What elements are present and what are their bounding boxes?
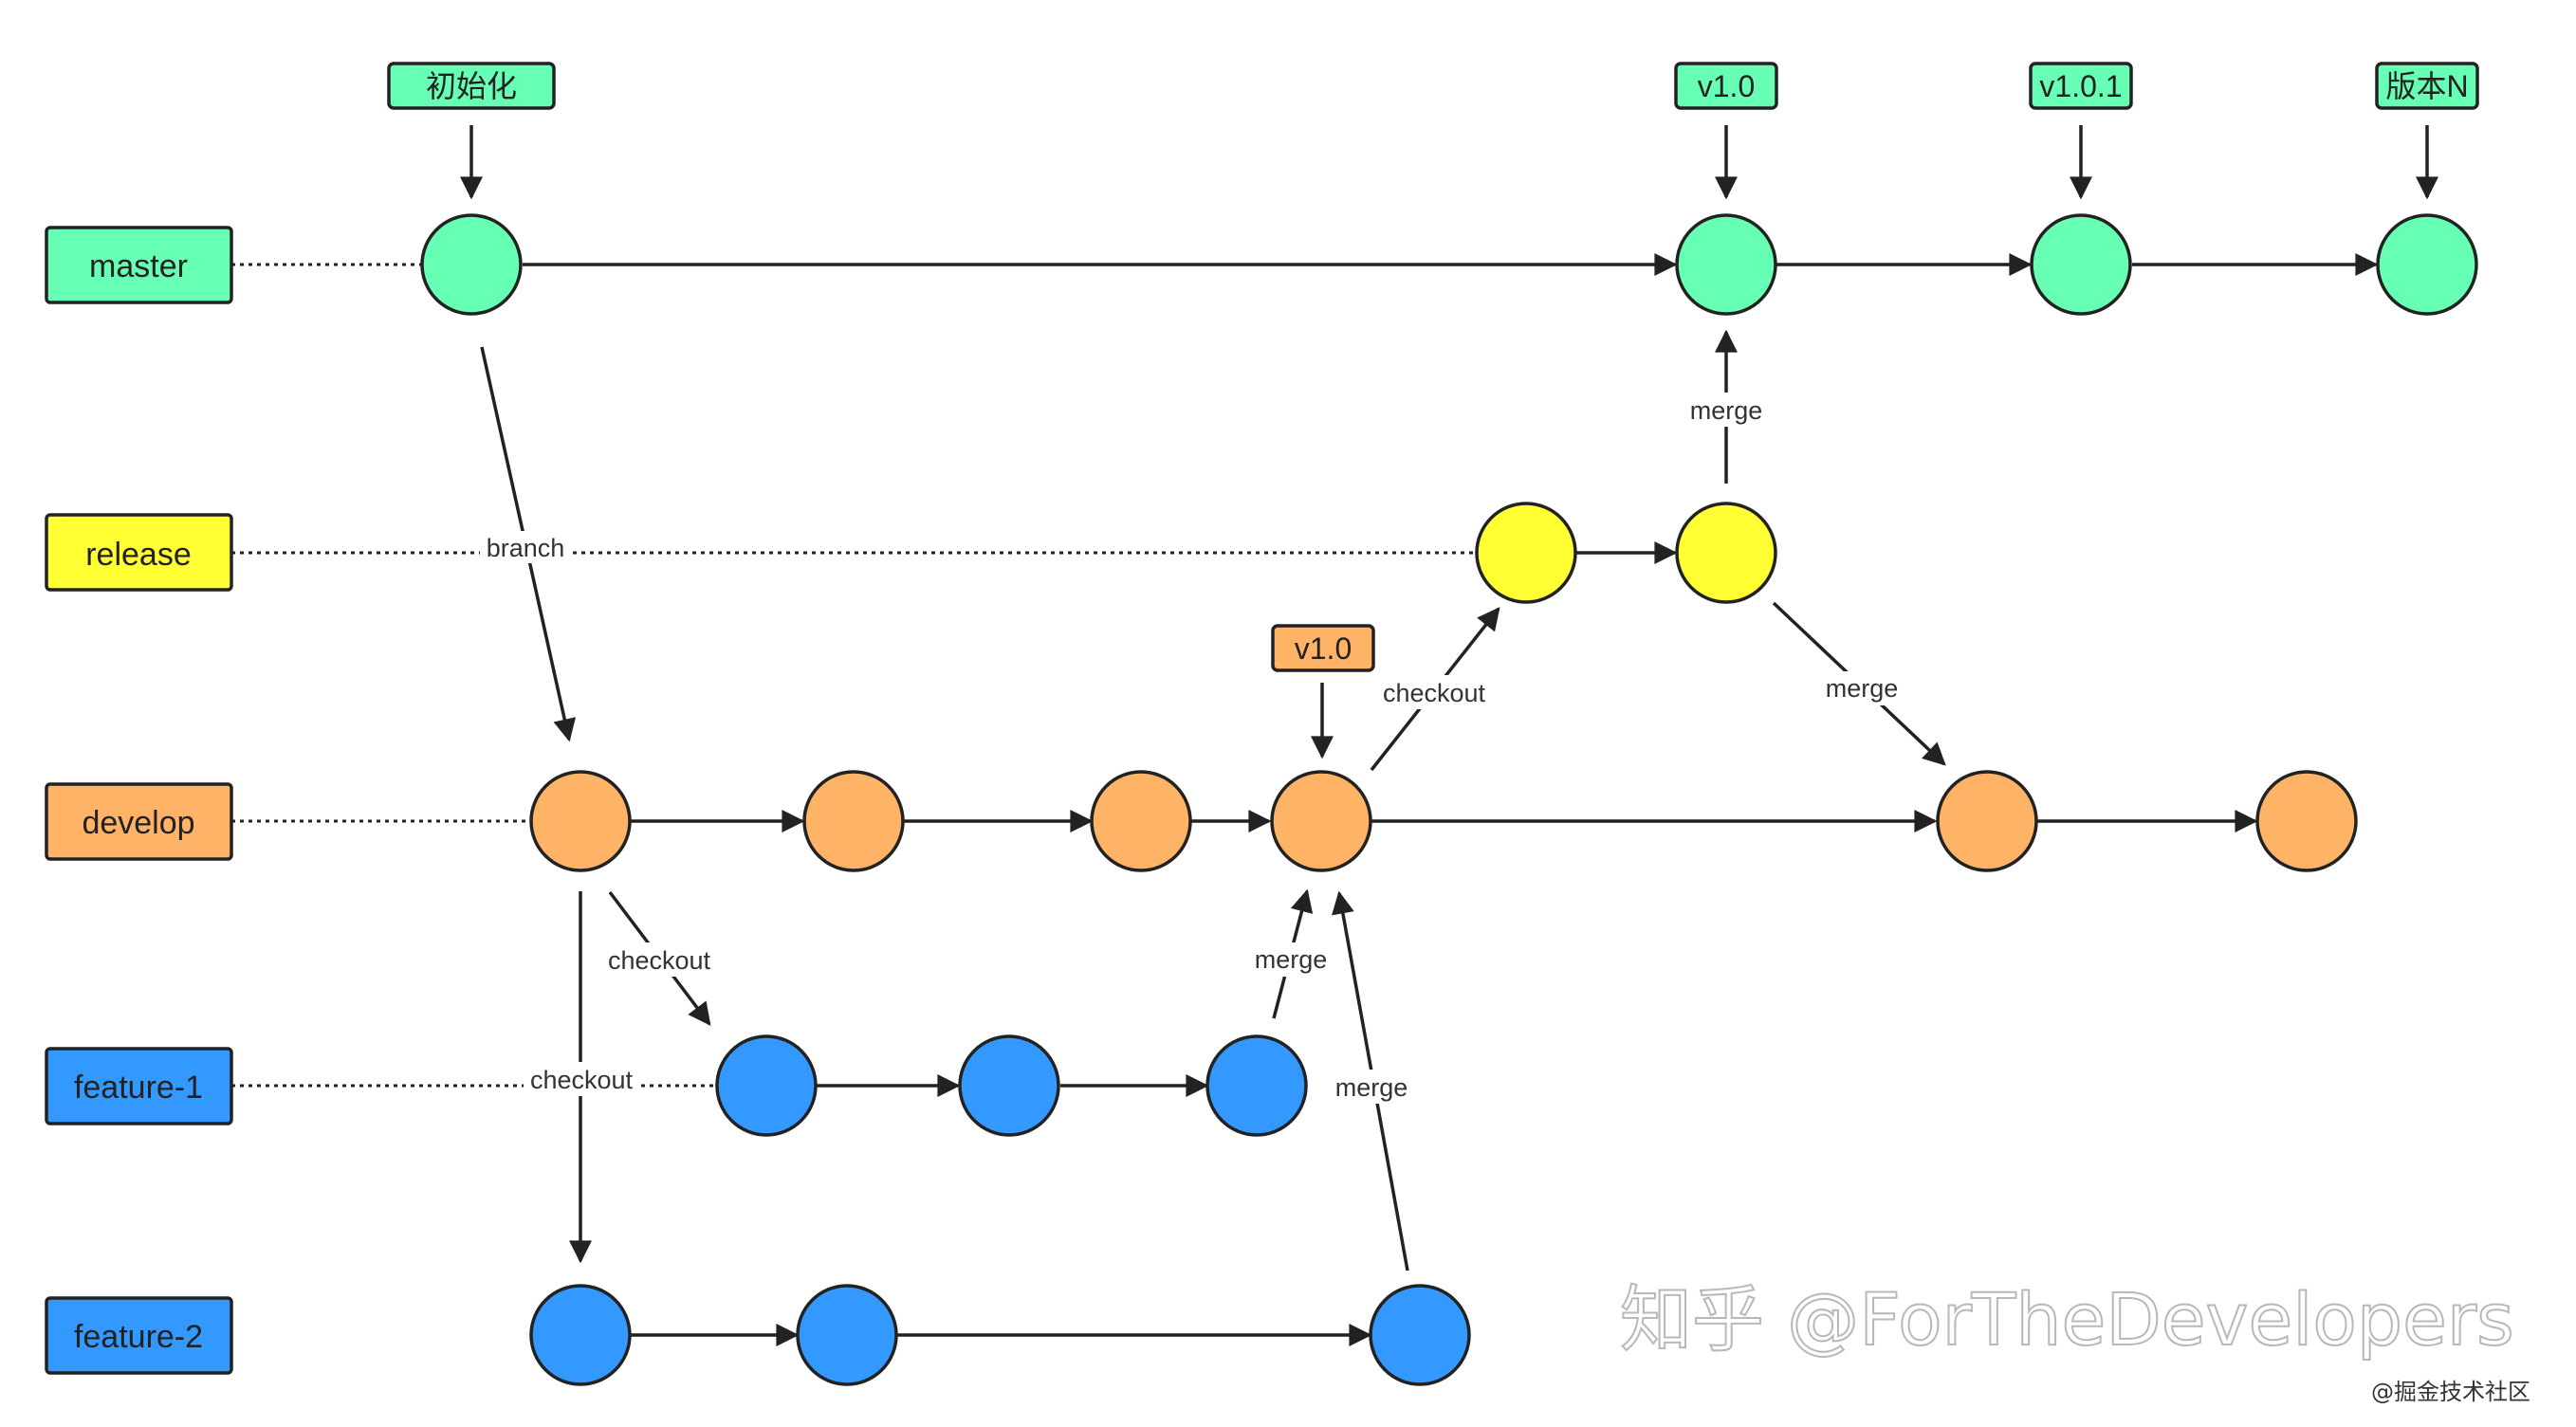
lane-master-label: master: [89, 248, 188, 284]
edge-labels: branch merge checkout merge checkout che…: [480, 393, 1906, 1104]
lane-develop-label: develop: [82, 805, 194, 841]
tag-vn: 版本N: [2375, 62, 2479, 110]
label-checkout-feature2: checkout: [530, 1066, 634, 1094]
watermark: 知乎 @ForTheDevelopers @掘金技术社区: [1619, 1276, 2530, 1405]
commit-develop-2: [802, 770, 905, 872]
label-checkout-feature1: checkout: [608, 946, 711, 975]
lane-feature2: feature-2: [45, 1296, 233, 1375]
commit-develop-3: [1090, 770, 1192, 872]
label-merge-release-master: merge: [1690, 396, 1763, 425]
commit-release-1: [1475, 502, 1577, 604]
commit-master-3: [2030, 213, 2132, 316]
watermark-sub: @掘金技术社区: [2371, 1379, 2530, 1405]
edges: [460, 125, 2438, 1346]
tag-v101: v1.0.1: [2029, 62, 2133, 110]
tag-init-label: 初始化: [426, 69, 517, 103]
lane-master: master: [45, 226, 233, 304]
label-merge-feature2: merge: [1335, 1073, 1408, 1102]
tag-develop-v1: v1.0: [1271, 624, 1375, 672]
watermark-main: 知乎 @ForTheDevelopers: [1620, 1277, 2514, 1362]
commit-feature2-3: [1369, 1284, 1471, 1386]
commit-develop-5: [1936, 770, 2038, 872]
lane-develop: develop: [45, 782, 233, 861]
lane-feature1: feature-1: [45, 1047, 233, 1125]
lane-boxes: master release develop feature-1 feature…: [45, 226, 233, 1375]
tag-develop-v1-label: v1.0: [1295, 631, 1352, 666]
lane-release: release: [45, 513, 233, 592]
commit-develop-4: [1270, 770, 1372, 872]
commit-feature1-2: [958, 1034, 1060, 1137]
tag-v1-label: v1.0: [1698, 69, 1755, 103]
tag-boxes: 初始化 v1.0 v1.0.1 版本N v1.0: [387, 62, 2479, 672]
commit-feature2-1: [529, 1284, 632, 1386]
commit-master-4: [2376, 213, 2478, 316]
lane-feature2-label: feature-2: [74, 1319, 203, 1355]
lane-feature1-label: feature-1: [74, 1070, 203, 1106]
tag-v101-label: v1.0.1: [2039, 69, 2122, 103]
label-branch: branch: [487, 534, 565, 562]
tag-v1: v1.0: [1674, 62, 1778, 110]
label-merge-feature1: merge: [1255, 945, 1328, 974]
tag-init: 初始化: [387, 62, 556, 110]
label-merge-release-develop: merge: [1826, 674, 1899, 703]
commit-master-2: [1675, 213, 1777, 316]
commit-feature1-3: [1205, 1034, 1308, 1137]
commit-develop-6: [2255, 770, 2358, 872]
label-checkout-release: checkout: [1383, 679, 1486, 707]
commit-nodes: [420, 213, 2478, 1386]
commit-master-1: [420, 213, 523, 316]
tag-vn-label: 版本N: [2385, 69, 2468, 103]
commit-feature1-1: [715, 1034, 818, 1137]
commit-develop-1: [529, 770, 632, 872]
lane-release-label: release: [85, 537, 192, 573]
commit-feature2-2: [796, 1284, 898, 1386]
commit-release-2: [1675, 502, 1777, 604]
